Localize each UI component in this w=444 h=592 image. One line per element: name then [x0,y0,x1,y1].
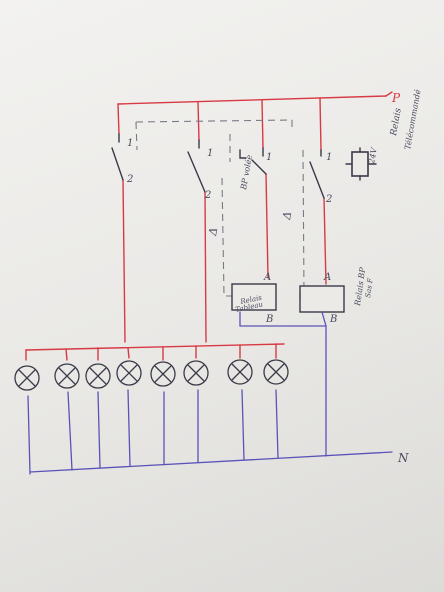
control-top [135,119,293,132]
neutral-lamp-4 [127,389,131,467]
lamp-3 [85,363,111,389]
neutral-terminal-label: N [397,451,409,465]
relay-bp-box [299,285,345,313]
switch-3-blade [251,159,267,175]
neutral-lamp-2 [67,391,73,471]
lamp-row [14,359,289,391]
relay-tableau-terminal-a: A [263,272,271,283]
phase-bus-top [117,95,387,105]
lamp-5 [150,361,176,387]
switch-3: 1 BP volée [239,147,272,191]
phase-feed-lamps [122,179,126,343]
switch-2-bottom-label: 2 [204,190,211,201]
lamp-drop-2 [65,348,68,361]
bp-volee-label: BP volée [239,154,254,191]
phase-to-relay-tableau [265,173,269,279]
lamp-2 [54,363,80,389]
lamp-7 [227,359,253,385]
relay-coil [351,151,369,177]
control-left-loop [221,177,232,297]
switch-1-top-label: 1 [127,138,133,149]
delta-mark-2: Δ [280,210,294,221]
switch-1: 1 2 [111,133,133,185]
delta-mark-1: Δ [206,226,220,237]
neutral-wiring [27,311,393,475]
relay-tableau-box [231,283,277,311]
phase-terminal-label: P [391,91,401,105]
relay-voltage: 24V [367,146,379,165]
neutral-relays [239,311,327,457]
phase-drop-1 [117,103,120,135]
lamp-1 [14,365,40,391]
switch-3-top-label: 1 [266,152,272,163]
relay-bp-terminal-b: B [329,314,337,325]
switch-1-blade [111,147,124,181]
control-right [296,149,305,297]
remote-relay-label-1: Relais [389,107,404,138]
lamp-8 [263,359,289,385]
phase-wiring [25,91,393,361]
bp-symbol [239,149,247,159]
switch-2-top-label: 1 [207,148,213,159]
phase-drop-3 [261,99,264,149]
switch-4: 1 2 [309,149,332,205]
relay-tableau: Relais Tableau A B [231,272,277,325]
neutral-bus [29,451,393,473]
neutral-lamp-1 [27,395,31,475]
switch-4-blade [309,161,325,199]
relay-tableau-terminal-b: B [265,314,273,325]
switch-4-bottom-label: 2 [325,194,332,205]
neutral-lamp-7 [241,389,245,461]
lamp-drop-4 [127,347,130,359]
remote-relay-label-2: Télécommandé [403,88,422,150]
relay-bp-label-2: Sas F [364,277,375,299]
phase-bus-end [385,91,393,97]
lamp-6 [183,360,209,386]
phase-feed-2 [204,191,207,343]
control-wiring [135,119,305,297]
neutral-lamp-3 [97,391,101,469]
switch-4-top-label: 1 [326,152,332,163]
relay-bp-terminal-a: A [323,272,331,283]
control-left-stub [135,121,138,151]
switch-2: 1 2 [187,139,213,201]
phase-to-relay-bp [323,197,327,285]
phase-drop-4 [319,97,322,151]
switch-1-bottom-label: 2 [126,174,133,185]
remote-relay: 24V Relais Télécommandé [345,88,423,181]
neutral-lamp-8 [275,389,279,459]
relay-bp: A B Relais BP Sas F [299,266,375,325]
lamp-phase-bus [25,343,285,351]
switch-2-blade [187,151,206,193]
lamp-4 [116,360,142,386]
